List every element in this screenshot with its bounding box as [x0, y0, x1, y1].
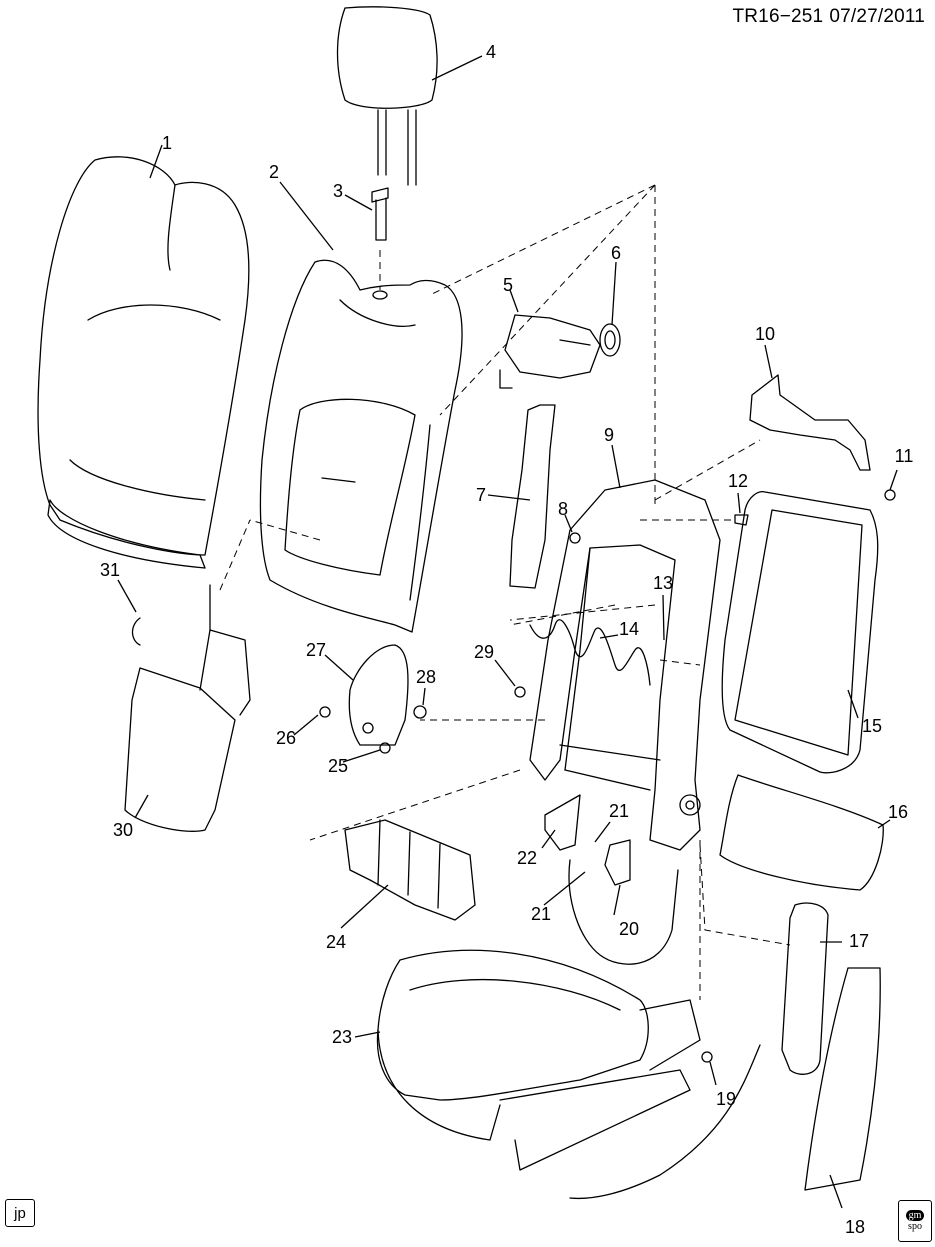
callout-17: 17 — [848, 931, 870, 951]
side-airbag — [781, 902, 829, 1075]
screw-26 — [319, 706, 331, 718]
wire-bracket-27 — [348, 644, 409, 746]
callout-27: 27 — [305, 640, 327, 660]
diagram-code: TR16−251 — [732, 6, 824, 27]
callout-25: 25 — [327, 756, 349, 776]
callout-16: 16 — [887, 802, 909, 822]
seat-back-frame — [529, 479, 721, 851]
lumbar-motor — [499, 314, 601, 389]
back-panel-trim — [509, 404, 556, 589]
seat-back-pad — [259, 259, 463, 633]
screw-8 — [569, 532, 581, 544]
gm-logo-top: gm — [905, 1210, 925, 1221]
screw-29 — [514, 686, 526, 698]
jp-badge: jp — [5, 1199, 35, 1227]
callout-3: 3 — [332, 181, 344, 201]
seat-heater-mat — [344, 819, 476, 921]
callout-18: 18 — [844, 1217, 866, 1237]
switch-20 — [604, 839, 631, 886]
gm-spo-logo: gm spo — [898, 1200, 932, 1242]
head-restraint-guide — [371, 187, 389, 241]
diagram-date: 07/27/2011 — [829, 6, 925, 27]
wire-harness — [568, 859, 761, 1200]
callout-24: 24 — [325, 932, 347, 952]
back-panel — [721, 491, 879, 774]
callout-8: 8 — [557, 499, 569, 519]
bracket-22 — [544, 794, 581, 851]
callout-31: 31 — [99, 560, 121, 580]
rear-panel-16 — [719, 774, 884, 891]
side-trim-18 — [804, 967, 881, 1191]
seat-cushion — [376, 949, 701, 1171]
leader-lines — [117, 55, 898, 1209]
clip-12 — [734, 514, 749, 526]
head-restraint — [336, 6, 438, 186]
callout-7: 7 — [475, 485, 487, 505]
callout-21-lower: 21 — [530, 904, 552, 924]
upper-bracket — [749, 374, 896, 501]
clip-31 — [131, 617, 141, 646]
callout-30: 30 — [112, 820, 134, 840]
callout-29: 29 — [473, 642, 495, 662]
callout-19: 19 — [715, 1089, 737, 1109]
callout-4: 4 — [485, 42, 497, 62]
callout-21-upper: 21 — [608, 801, 630, 821]
callout-12: 12 — [727, 471, 749, 491]
callout-13: 13 — [652, 573, 674, 593]
callout-2: 2 — [268, 162, 280, 182]
screw-25 — [379, 742, 391, 754]
gm-logo-bottom: spo — [908, 1221, 922, 1232]
seat-back-cover — [37, 156, 250, 569]
callout-1: 1 — [161, 133, 173, 153]
suspension-spring — [529, 619, 651, 686]
callout-23: 23 — [331, 1027, 353, 1047]
callout-14: 14 — [618, 619, 640, 639]
callout-11: 11 — [894, 446, 914, 466]
lumbar-pad — [124, 584, 251, 832]
callout-28: 28 — [415, 667, 437, 687]
callout-20: 20 — [618, 919, 640, 939]
callout-5: 5 — [502, 275, 514, 295]
lumbar-knob — [599, 323, 621, 357]
callout-22: 22 — [516, 848, 538, 868]
callout-10: 10 — [754, 324, 776, 344]
nut-28 — [413, 705, 427, 719]
callout-26: 26 — [275, 728, 297, 748]
jp-badge-text: jp — [14, 1204, 26, 1222]
screw-19 — [701, 1051, 713, 1063]
callout-6: 6 — [610, 243, 622, 263]
callout-15: 15 — [861, 716, 883, 736]
callout-9: 9 — [603, 425, 615, 445]
